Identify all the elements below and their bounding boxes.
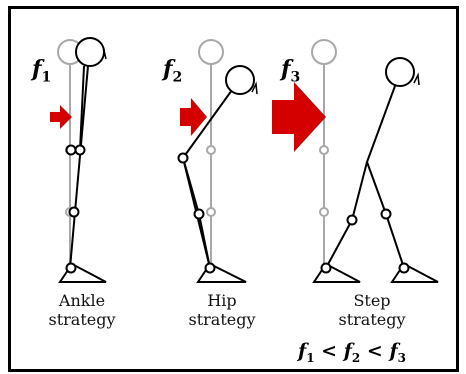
force-label-2: f2: [163, 56, 183, 86]
ankle-body: [58, 37, 107, 283]
ankle-strategy-figure: [50, 37, 107, 283]
step-push-arrow: [272, 82, 326, 152]
caption-line: strategy: [338, 310, 406, 329]
force-label-1: f1: [32, 56, 52, 86]
ankle-push-arrow: [50, 105, 72, 129]
caption-line: strategy: [188, 310, 256, 329]
step-ghost-body: [311, 39, 337, 268]
ankle-strategy-caption: Ankle strategy: [42, 291, 122, 329]
hip-push-arrow: [180, 98, 207, 136]
hip-strategy-caption: Hip strategy: [182, 291, 262, 329]
force-label-3: f3: [281, 56, 301, 86]
caption-line: Ankle: [58, 291, 106, 310]
caption-line: Hip: [207, 291, 237, 310]
step-strategy-caption: Step strategy: [332, 291, 412, 329]
hip-ghost-body: [198, 39, 224, 268]
force-inequality: f1 < f2 < f3: [298, 340, 406, 365]
caption-line: strategy: [48, 310, 116, 329]
caption-line: Step: [353, 291, 391, 310]
hip-strategy-figure: [177, 39, 258, 283]
step-strategy-figure: [272, 39, 439, 283]
step-body: [312, 57, 439, 283]
hip-body: [177, 65, 258, 283]
